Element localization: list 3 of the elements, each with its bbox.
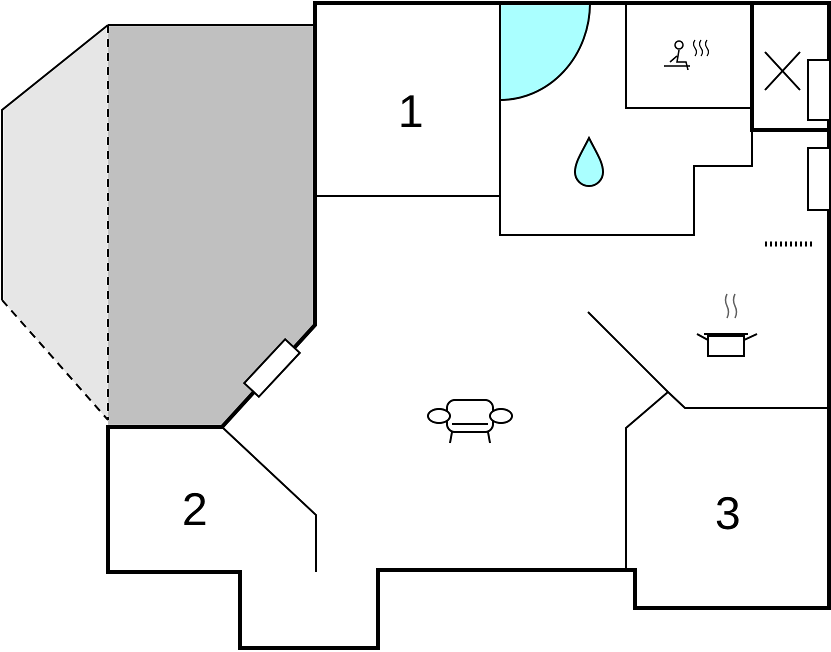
room-number: 3 bbox=[715, 490, 741, 536]
room-number: 2 bbox=[182, 486, 208, 532]
room-number: 1 bbox=[398, 88, 424, 134]
